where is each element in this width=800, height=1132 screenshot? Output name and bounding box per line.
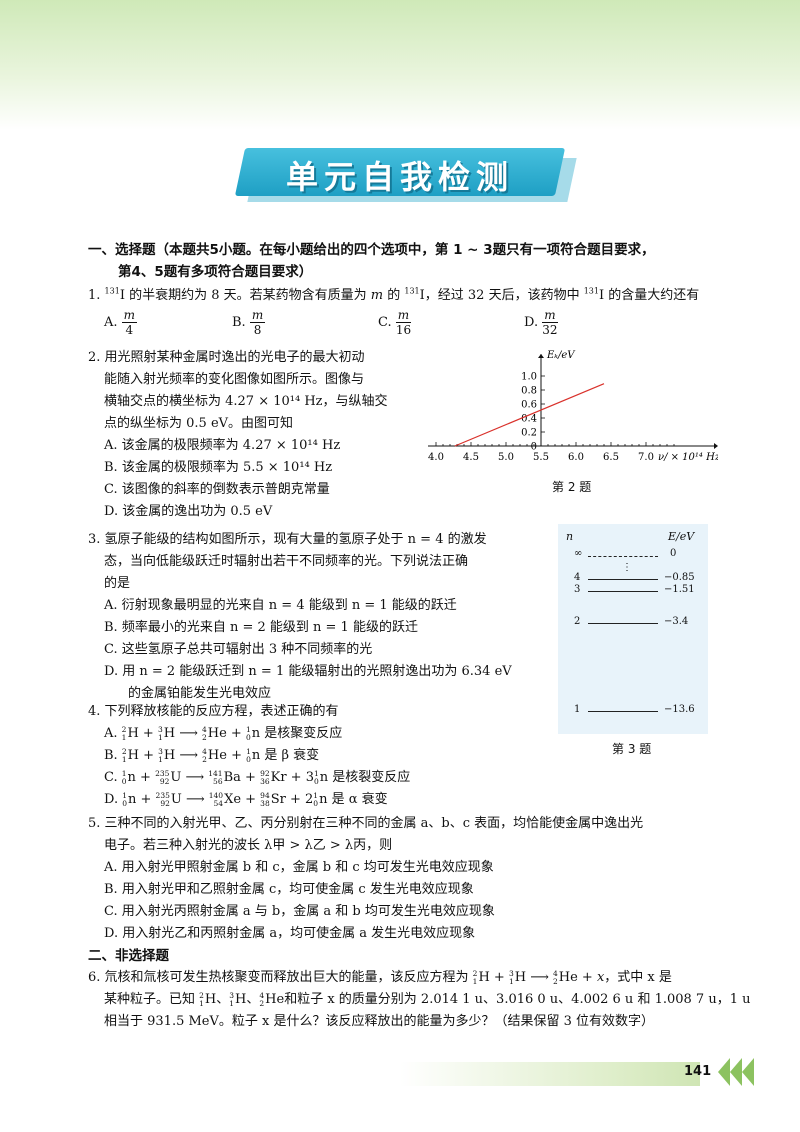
section-title: 单元自我检测 — [285, 158, 514, 196]
q2-option-d: D. 该金属的逸出功为 0.5 eV — [104, 504, 273, 519]
q5-line-1: 5. 三种不同的入射光甲、乙、丙分别射在三种不同的金属 a、b、c 表面，均恰能… — [88, 816, 644, 831]
q2-option-c: C. 该图像的斜率的倒数表示普朗克常量 — [104, 482, 330, 497]
q2-line-2: 能随入射光频率的变化图像如图所示。图像与 — [104, 372, 365, 387]
q2-line-1: 2. 用光照射某种金属时逸出的光电子的最大初动 — [88, 350, 365, 365]
q3-option-d-cont: 的金属铂能发生光电效应 — [128, 686, 272, 701]
level-n-inf: ∞ — [574, 548, 583, 559]
level-n-1: 1 — [574, 704, 581, 715]
level-e-inf: 0 — [670, 548, 677, 559]
footer-chevron-3 — [742, 1058, 754, 1086]
x-tick-label: 4.0 — [428, 452, 444, 463]
y-tick-label: 0.4 — [521, 414, 537, 425]
level-n-2: 2 — [574, 616, 581, 627]
y-tick-label: 0.2 — [521, 428, 537, 439]
level-line-1 — [588, 711, 658, 712]
level-n-3: 3 — [574, 584, 581, 595]
energy-level-diagram: n E/eV ∞ 0 ⋮ 4 −0.85 3 −1.51 2 −3.4 1 −1… — [558, 524, 708, 734]
x-tick-label: 6.0 — [568, 452, 584, 463]
q3-caption: 第 3 题 — [612, 742, 652, 756]
q2-option-a: A. 该金属的极限频率为 4.27 × 10¹⁴ Hz — [104, 438, 341, 453]
q3-line-2: 态，当向低能级跃迁时辐射出若干不同频率的光。下列说法正确 — [104, 554, 469, 569]
y-tick-label: 1.0 — [521, 372, 537, 383]
section2-heading: 二、非选择题 — [88, 948, 169, 964]
level-e-2: −3.4 — [664, 616, 689, 627]
q3-option-c: C. 这些氢原子总共可辐射出 3 种不同频率的光 — [104, 642, 373, 657]
q2-option-b: B. 该金属的极限频率为 5.5 × 10¹⁴ Hz — [104, 460, 333, 475]
q5-option-d: D. 用入射光乙和丙照射金属 a，均可使金属 a 发生光电效应现象 — [104, 926, 476, 941]
y-tick-label: 0.8 — [521, 386, 537, 397]
x-tick-label: 6.5 — [603, 452, 619, 463]
q2-line-3: 横轴交点的横坐标为 4.27 × 10¹⁴ Hz，与纵轴交 — [104, 394, 388, 409]
footer-bar — [400, 1062, 700, 1086]
y-tick-label: 0 — [531, 442, 537, 453]
section1-heading: 一、选择题（本题共5小题。在每小题给出的四个选项中，第 1 ~ 3题只有一项符合… — [88, 242, 655, 258]
footer-chevron-2 — [730, 1058, 742, 1086]
q3-option-a: A. 衍射现象最明显的光来自 n = 4 能级到 n = 1 能级的跃迁 — [104, 598, 457, 613]
q1-stem: 1. 131I 的半衰期约为 8 天。若某药物含有质量为 m 的 131I，经过… — [88, 286, 700, 303]
level-line-inf — [588, 556, 658, 557]
n-axis-label: n — [566, 530, 574, 543]
section1-heading-cont: 第4、5题有多项符合题目要求） — [118, 264, 313, 280]
footer-chevron-1 — [718, 1058, 730, 1086]
q5-option-b: B. 用入射光甲和乙照射金属 c，均可使金属 c 发生光电效应现象 — [104, 882, 474, 897]
q2-chart: 4.0 4.5 5.0 5.5 6.0 6.5 7.0 0 0.2 0.4 0.6 0.8 1.0 ν/ … — [428, 350, 718, 463]
series-line — [454, 383, 605, 447]
level-line-3 — [588, 591, 658, 592]
level-e-3: −1.51 — [664, 584, 695, 595]
q5-option-c: C. 用入射光丙照射金属 a 与 b，金属 a 和 b 均可发生光电效应现象 — [104, 904, 495, 919]
level-line-2 — [588, 623, 658, 624]
y-tick-label: 0.6 — [521, 400, 537, 411]
y-axis-arrow — [538, 354, 544, 358]
x-tick-label: 5.0 — [498, 452, 514, 463]
level-e-4: −0.85 — [664, 572, 695, 583]
q4-intro: 4. 下列释放核能的反应方程，表述正确的有 — [88, 704, 339, 719]
q3-line-1: 3. 氢原子能级的结构如图所示，现有大量的氢原子处于 n = 4 的激发 — [88, 532, 487, 547]
x-axis-arrow — [714, 443, 718, 449]
q6-line-3: 相当于 931.5 MeV。粒子 x 是什么？该反应释放出的能量为多少？（结果保… — [104, 1014, 655, 1029]
q3-option-d: D. 用 n = 2 能级跃迁到 n = 1 能级辐射出的光照射逸出功为 6.3… — [104, 664, 512, 679]
q3-line-3: 的是 — [104, 576, 131, 591]
level-n-4: 4 — [574, 572, 581, 583]
level-e-1: −13.6 — [664, 704, 695, 715]
x-tick-label: 7.0 — [638, 452, 654, 463]
q2-line-4: 点的纵坐标为 0.5 eV。由图可知 — [104, 416, 294, 431]
q5-line-2: 电子。若三种入射光的波长 λ甲 > λ乙 > λ丙，则 — [104, 838, 393, 853]
x-tick-label: 4.5 — [463, 452, 479, 463]
level-line-4 — [588, 579, 658, 580]
q5-option-a: A. 用入射光甲照射金属 b 和 c，金属 b 和 c 均可发生光电效应现象 — [104, 860, 494, 875]
section-title-banner: 单元自我检测 — [234, 148, 580, 204]
q3-option-b: B. 频率最小的光来自 n = 2 能级到 n = 1 能级的跃迁 — [104, 620, 418, 635]
level-dots: ⋮ — [622, 562, 632, 573]
x-axis-label: ν/ × 10¹⁴ Hz — [658, 452, 718, 463]
x-tick-label: 5.5 — [533, 452, 549, 463]
page-header-band — [0, 0, 800, 130]
e-axis-label: E/eV — [668, 530, 695, 543]
q2-caption: 第 2 题 — [552, 480, 592, 494]
y-axis-label: Eₖ/eV — [546, 350, 576, 361]
page-number: 141 — [684, 1064, 712, 1079]
